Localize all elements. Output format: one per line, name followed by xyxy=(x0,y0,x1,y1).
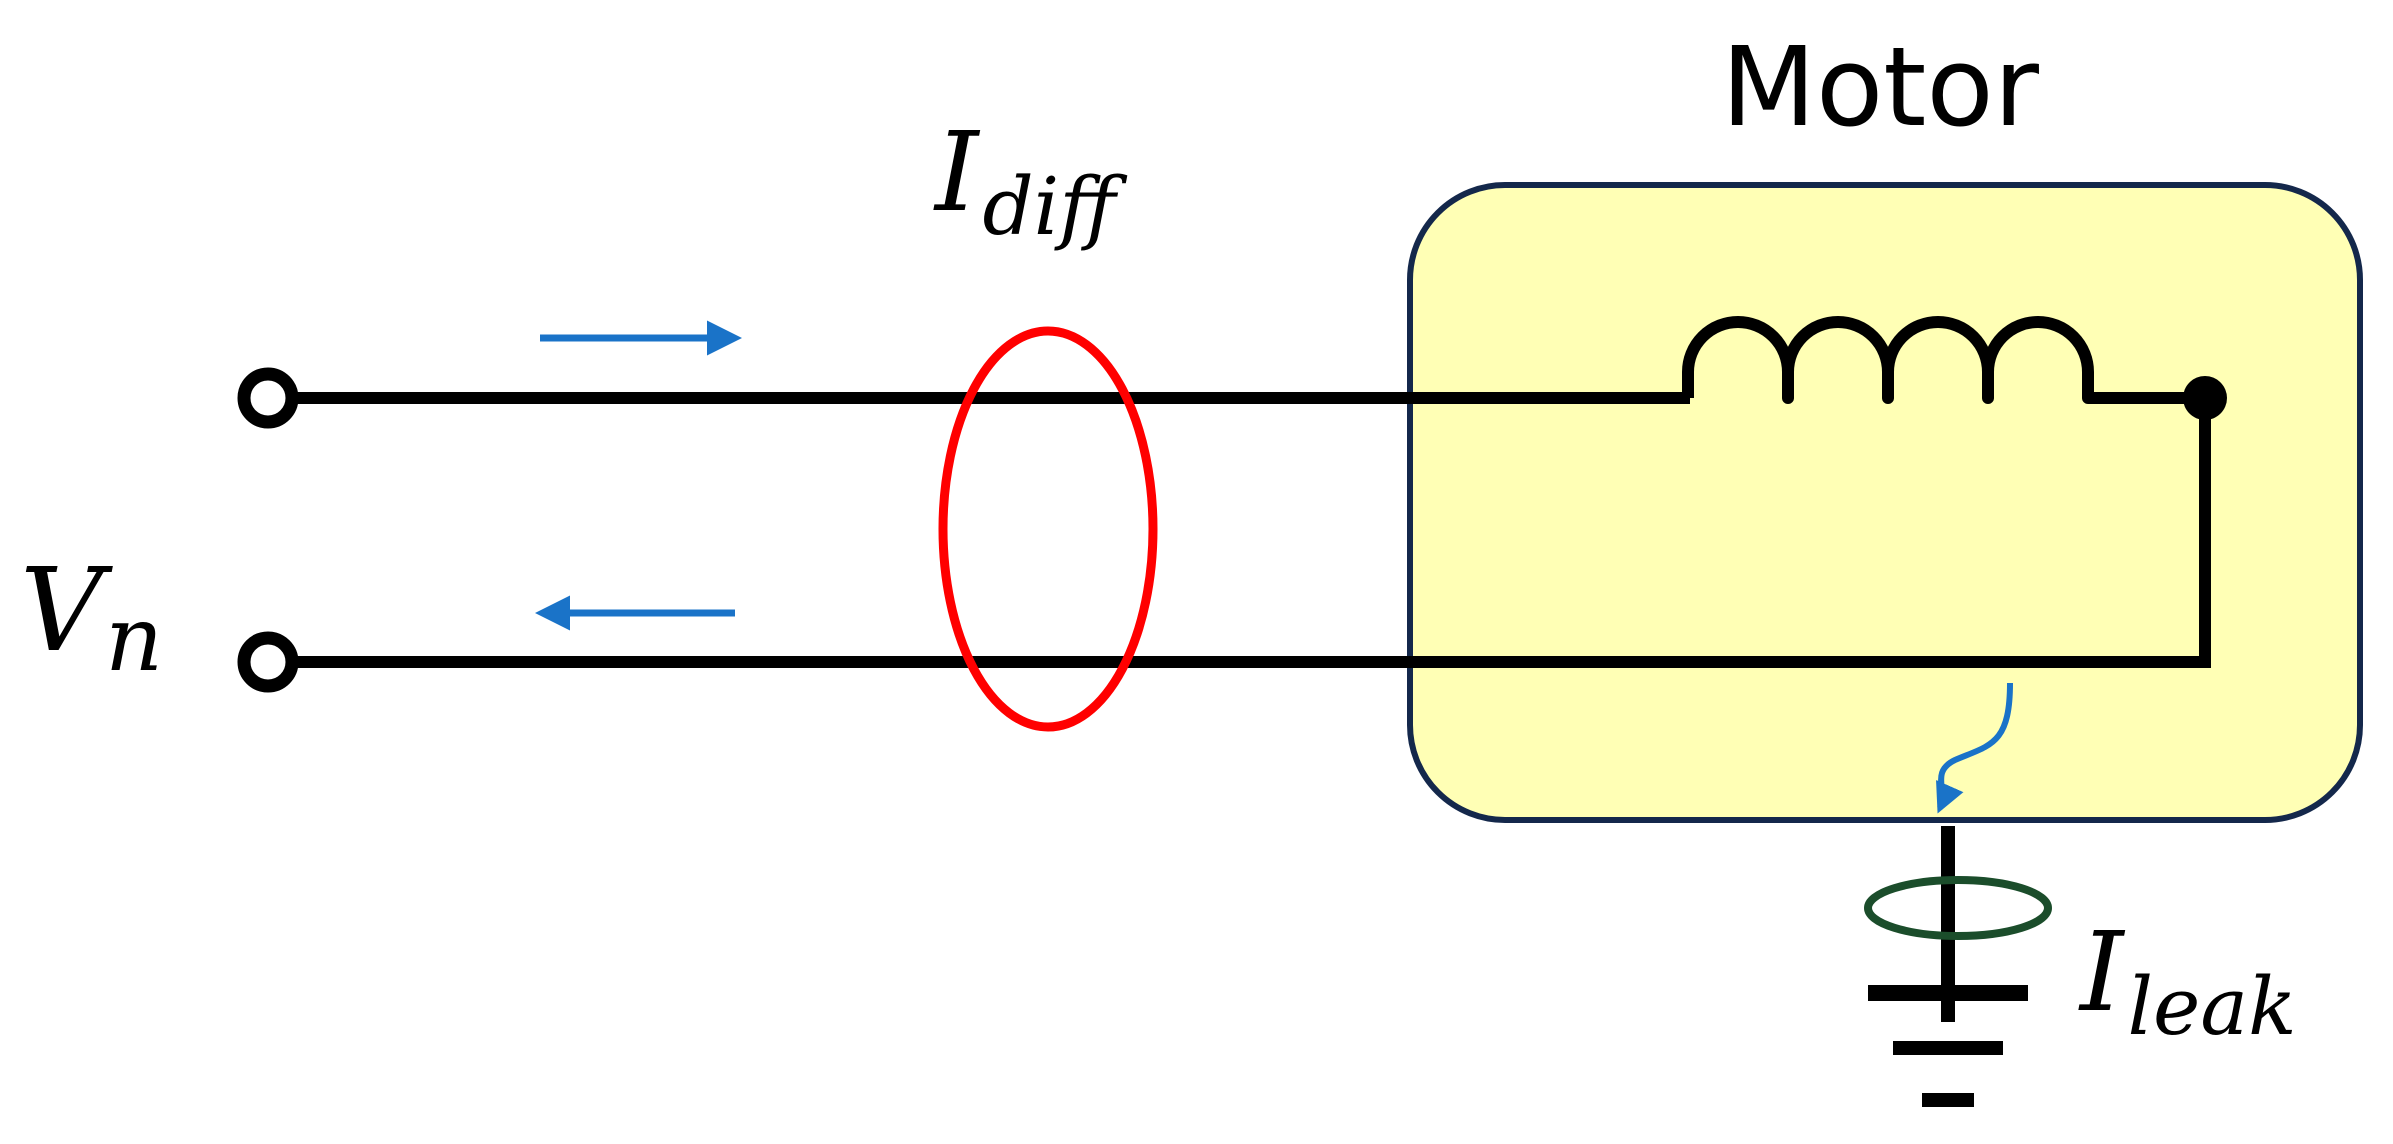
terminal-circle-icon xyxy=(237,367,299,429)
leak-current-label: Ileak xyxy=(2078,908,2297,1053)
voltage-label: Vn xyxy=(20,544,163,692)
diff-current-sensor xyxy=(938,326,1158,732)
motor-label: Motor xyxy=(1721,23,2040,151)
leak-current-sensor xyxy=(1864,876,2052,940)
diff-current-label: Idiff xyxy=(933,108,1128,253)
junction-dot xyxy=(2183,376,2227,420)
ground-icon xyxy=(1868,826,2028,1107)
terminal-circle-icon xyxy=(237,631,299,693)
coil-icon xyxy=(1682,316,2205,404)
motor-box xyxy=(1407,182,2363,823)
leakage-arrow-icon xyxy=(1936,682,2013,814)
